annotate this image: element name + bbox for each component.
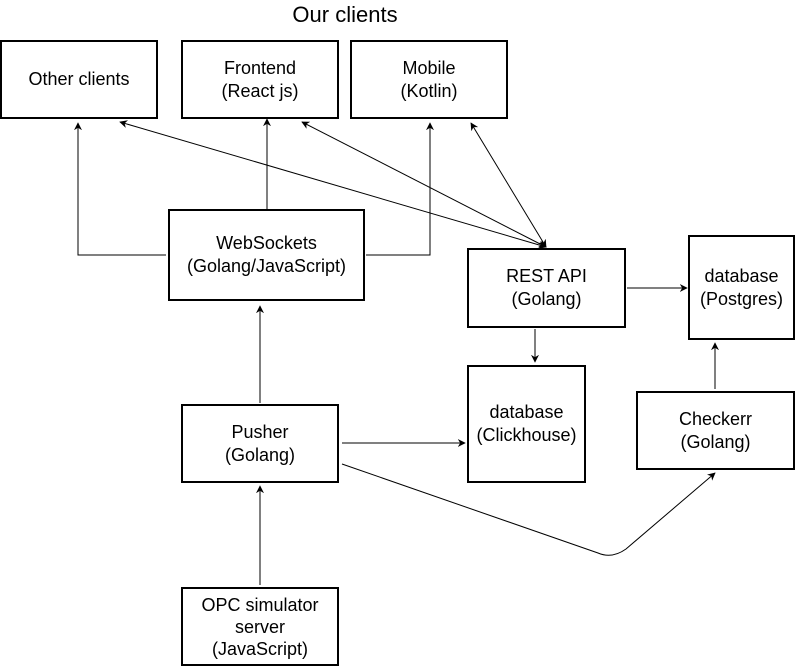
node-label-line: (JavaScript) <box>211 638 309 659</box>
node-label-line: database <box>704 265 779 286</box>
node-mobile: Mobile (Kotlin) <box>350 40 508 119</box>
node-label-line: (Postgres) <box>699 288 784 309</box>
node-label-line: Mobile <box>402 57 456 78</box>
node-label-line: WebSockets <box>216 233 317 253</box>
node-label-line: Frontend <box>223 57 297 78</box>
node-websockets: WebSockets (Golang/JavaScript) <box>168 209 365 301</box>
node-opc-simulator: OPC simulator server (JavaScript) <box>181 587 339 666</box>
edge-websockets-other-clients <box>74 122 166 256</box>
node-pusher: Pusher (Golang) <box>181 404 339 483</box>
edge-websockets-mobile <box>366 122 434 256</box>
node-label-line: (Kotlin) <box>400 80 458 101</box>
node-label-line: Other clients <box>28 69 130 89</box>
node-other-clients: Other clients <box>0 40 158 119</box>
node-database-postgres: database (Postgres) <box>688 235 795 340</box>
node-checkerr: Checkerr (Golang) <box>636 391 795 470</box>
edge-pusher-checkerr <box>341 463 716 556</box>
node-label-line: database <box>489 402 564 422</box>
edge-rest-api-mobile <box>470 122 547 248</box>
node-label-line: (Golang) <box>511 289 582 309</box>
node-label-line: (Clickhouse) <box>476 425 577 445</box>
node-label-line: REST API <box>506 266 587 286</box>
node-database-clickhouse: database (Clickhouse) <box>467 365 586 483</box>
node-rest-api: REST API (Golang) <box>467 248 626 328</box>
node-label-line: (React js) <box>221 80 299 101</box>
diagram-title: Our clients <box>292 2 398 27</box>
node-label-line: server <box>234 616 285 637</box>
node-label-line: Pusher <box>231 421 289 442</box>
node-label-line: (Golang) <box>224 444 296 465</box>
node-label-line: (Golang/JavaScript) <box>186 256 347 276</box>
node-label-line: (Golang) <box>680 431 751 452</box>
node-frontend: Frontend (React js) <box>181 40 339 119</box>
node-label-line: Checkerr <box>678 408 753 429</box>
node-label-line: OPC simulator <box>201 594 319 615</box>
